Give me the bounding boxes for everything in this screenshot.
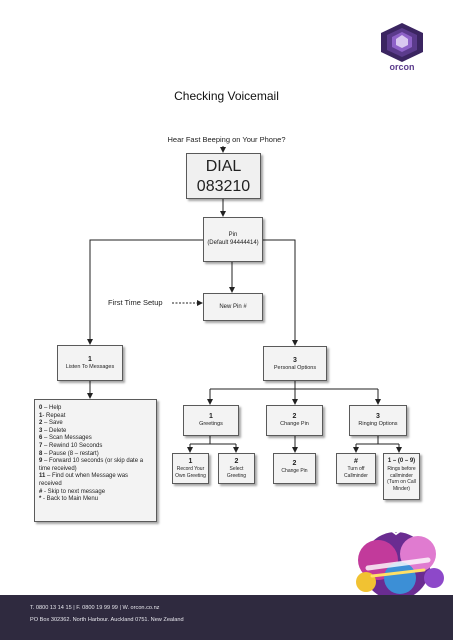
rings-before-box: 1 – (0 – 9) Rings before callminder (Tur… [383,453,420,500]
ringing-options-label: Ringing Options [358,421,398,427]
ringing-options-number: 3 [376,413,380,420]
orcon-logo: orcon [372,22,432,74]
select-greeting-box: 2 Select Greeting [218,453,255,484]
option-3-label: Personal Options [273,365,317,371]
menu-item: 2 – Save [39,420,63,427]
menu-item: 3 – Delete [39,427,67,434]
turn-off-callminder-box: # Turn off Callminder [336,453,376,484]
turn-off-number: # [354,458,358,465]
change-pin-sub-box: 2 Change Pin [273,453,316,484]
select-greeting-label: Select Greeting [226,466,247,479]
menu-item: 11 – Find out when Message was received [39,473,129,487]
record-greeting-label: Record Your Own Greeting [175,466,206,479]
option-3-number: 3 [293,357,297,364]
change-pin-sub-label: Change Pin [281,468,308,474]
orcon-cube-icon [381,23,423,62]
turn-off-label: Turn off Callminder [344,466,368,479]
greetings-box: 1 Greetings [183,405,239,436]
menu-item: 9 – Forward 10 seconds (or skip date a t… [39,458,144,472]
logo-wordmark: orcon [389,62,415,72]
menu-item: 0 – Help [39,405,62,411]
record-greeting-number: 1 [188,458,193,465]
new-pin-label: New Pin # [219,304,247,310]
menu-item: 7 – Rewind 10 Seconds [39,442,103,449]
listen-menu-box: 0 – Help 1- Repeat 2 – Save 3 – Delete 6… [34,399,157,522]
menu-item: 8 – Pause (8 – restart) [39,450,99,457]
rings-before-number: 1 – (0 – 9) [387,458,416,464]
dial-number: 083210 [196,178,251,195]
record-greeting-box: 1 Record Your Own Greeting [172,453,209,484]
menu-item: # - Skip to next message [39,488,106,495]
decorative-artwork [355,524,444,598]
page-title: Checking Voicemail [174,89,279,103]
menu-item: 6 – Scan Messages [39,435,92,442]
option-1-box: 1 Listen To Messages [57,345,123,381]
pin-box: Pin (Default 94444414) [203,217,263,262]
dial-box: DIAL 083210 [186,153,261,199]
option-1-label: Listen To Messages [65,364,115,370]
menu-item: * - Back to Main Menu [39,496,99,503]
greetings-number: 1 [209,413,213,420]
first-time-setup-label: First Time Setup [108,298,163,307]
footer-contact: T. 0800 13 14 15 | F. 0800 19 99 99 | W.… [30,605,160,611]
pin-default: (Default 94444414) [207,240,259,246]
change-pin-box: 2 Change Pin [266,405,323,436]
prompt-text: Hear Fast Beeping on Your Phone? [167,135,286,144]
footer-address: PO Box 302362. North Harbour. Auckland 0… [30,617,184,623]
change-pin-sub-number: 2 [292,460,297,467]
footer-bar [0,595,453,640]
change-pin-label: Change Pin [280,421,309,427]
ringing-options-box: 3 Ringing Options [349,405,407,436]
change-pin-number: 2 [292,413,297,420]
option-1-number: 1 [88,356,92,363]
select-greeting-number: 2 [234,458,239,465]
rings-before-label: Rings before callminder (Turn on Call Mi… [387,466,416,492]
dial-label: DIAL [205,158,242,175]
new-pin-box: New Pin # [203,293,263,321]
menu-item: 1- Repeat [39,412,66,419]
greetings-label: Greetings [199,421,223,427]
option-3-box: 3 Personal Options [263,346,327,381]
pin-label: Pin [228,232,238,238]
